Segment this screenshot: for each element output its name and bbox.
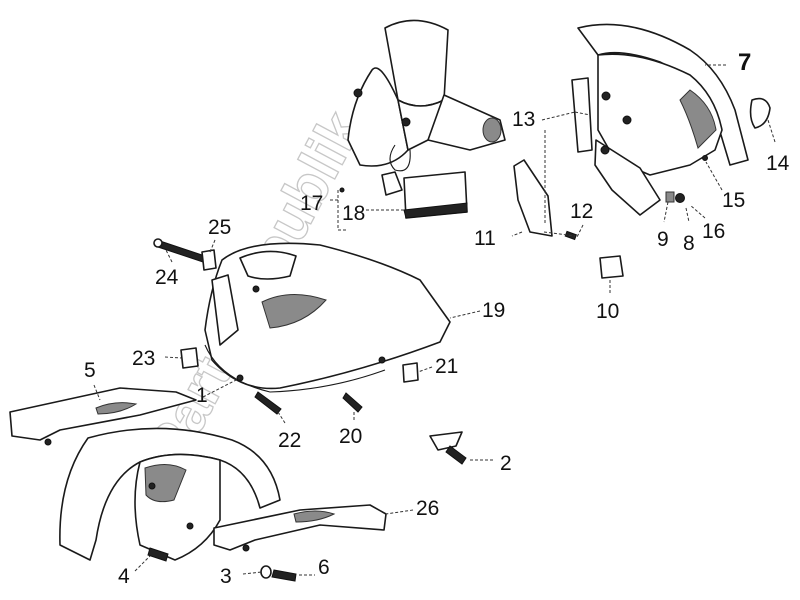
front-mudguard bbox=[571, 23, 771, 216]
bracket-2 bbox=[429, 431, 463, 451]
front-fender-1 bbox=[59, 427, 281, 561]
label-22: 22 bbox=[278, 429, 301, 452]
label-15: 15 bbox=[722, 189, 745, 212]
clip-25 bbox=[201, 249, 217, 271]
screw-20 bbox=[342, 392, 363, 413]
label-12: 12 bbox=[570, 200, 593, 223]
label-4: 4 bbox=[118, 565, 130, 588]
screw-24 bbox=[153, 238, 206, 263]
label-7: 7 bbox=[738, 49, 751, 76]
label-6: 6 bbox=[318, 556, 330, 579]
leg-shield bbox=[204, 242, 451, 393]
screw-2 bbox=[445, 445, 467, 465]
callout-labels: 1 2 3 4 5 6 7 8 9 10 11 12 13 14 15 16 1… bbox=[84, 49, 790, 588]
label-13: 13 bbox=[512, 108, 535, 131]
label-8: 8 bbox=[683, 232, 695, 255]
label-16: 16 bbox=[702, 220, 725, 243]
clip-23 bbox=[180, 347, 199, 369]
label-11: 11 bbox=[474, 227, 496, 250]
clip-21 bbox=[402, 362, 419, 383]
label-25: 25 bbox=[208, 216, 231, 239]
label-14: 14 bbox=[766, 152, 790, 175]
screw-6 bbox=[271, 569, 297, 582]
bracket-11 bbox=[513, 159, 578, 241]
windshield-assembly bbox=[347, 19, 506, 219]
label-24: 24 bbox=[155, 266, 179, 289]
label-3: 3 bbox=[220, 565, 232, 588]
label-18: 18 bbox=[342, 202, 365, 225]
screw-22 bbox=[254, 391, 282, 415]
label-1: 1 bbox=[196, 384, 208, 407]
label-10: 10 bbox=[596, 300, 619, 323]
washer-3 bbox=[260, 565, 272, 579]
side-cover-26 bbox=[213, 504, 387, 552]
label-9: 9 bbox=[657, 228, 669, 251]
label-23: 23 bbox=[132, 347, 155, 370]
clip-10 bbox=[599, 255, 624, 279]
label-17: 17 bbox=[300, 192, 323, 215]
label-21: 21 bbox=[435, 355, 458, 378]
screw-4 bbox=[147, 547, 169, 562]
label-2: 2 bbox=[500, 452, 512, 475]
label-19: 19 bbox=[482, 299, 505, 322]
label-20: 20 bbox=[339, 425, 362, 448]
label-26: 26 bbox=[416, 497, 439, 520]
side-cover-5 bbox=[9, 387, 197, 446]
label-5: 5 bbox=[84, 359, 96, 382]
leader-lines bbox=[93, 64, 776, 576]
